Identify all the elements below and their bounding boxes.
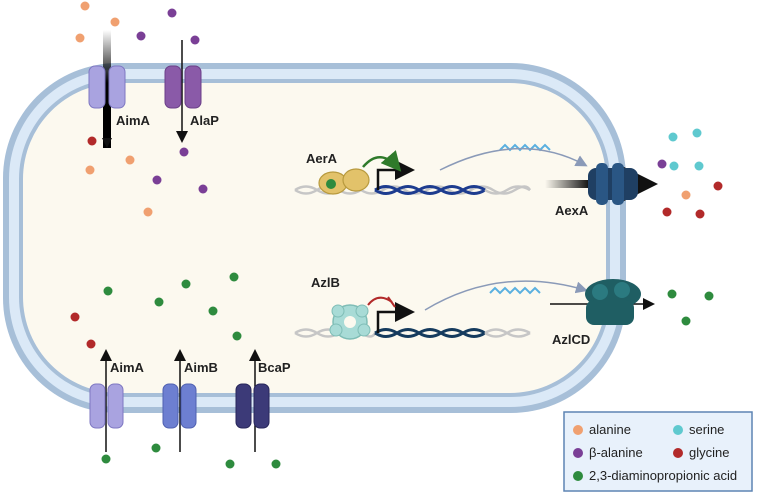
legend-beta-alanine-swatch: [573, 448, 583, 458]
legend-serine-swatch: [673, 425, 683, 435]
azlb-regulator: [329, 296, 396, 340]
beta-alanine-molecule: [167, 8, 177, 18]
dap-molecule: [151, 443, 161, 453]
alanine-molecule: [681, 190, 691, 200]
beta-alanine-molecule: [136, 31, 146, 41]
aimb-transporter: [162, 383, 197, 429]
legend-glycine-label: glycine: [689, 445, 729, 460]
dap-molecule: [232, 331, 242, 341]
legend-box: [563, 411, 753, 492]
glycine-molecule: [713, 181, 723, 191]
dap-molecule: [181, 279, 191, 289]
dap-molecule: [103, 286, 113, 296]
alap-label: AlaP: [190, 113, 219, 128]
glycine-molecule: [695, 209, 705, 219]
legend-glycine-swatch: [673, 448, 683, 458]
aima-bottom-label: AimA: [110, 360, 145, 375]
glycine-molecule: [87, 136, 97, 146]
glycine-molecule: [662, 207, 672, 217]
serine-molecule: [694, 161, 704, 171]
legend-serine-label: serine: [689, 422, 724, 437]
aima-top-flux: [103, 30, 111, 148]
serine-molecule: [692, 128, 702, 138]
glycine-molecule: [86, 339, 96, 349]
alanine-molecule: [75, 33, 85, 43]
alap-transporter: [164, 65, 202, 109]
aima-top-transporter: [88, 65, 126, 109]
aima-bottom-transporter: [89, 383, 124, 429]
dap-molecule: [271, 459, 281, 469]
mrna-azlb: [424, 280, 588, 311]
legend-dap-label: 2,3-diaminopropionic acid: [589, 468, 737, 483]
legend-beta-alanine-label: β-alanine: [589, 445, 643, 460]
alanine-molecule: [143, 207, 153, 217]
mrna-aera: [439, 143, 588, 171]
cell-envelope: [3, 63, 626, 413]
serine-molecule: [668, 132, 678, 142]
alanine-molecule: [85, 165, 95, 175]
dap-molecule: [225, 459, 235, 469]
dap-molecule: [681, 316, 691, 326]
dap-molecule: [667, 289, 677, 299]
alanine-molecule: [80, 1, 90, 11]
dap-molecule: [154, 297, 164, 307]
aera-regulator: [318, 150, 402, 195]
beta-alanine-molecule: [179, 147, 189, 157]
legend-dap-swatch: [573, 471, 583, 481]
dap-molecule: [704, 291, 714, 301]
alanine-molecule: [110, 17, 120, 27]
legend-alanine-label: alanine: [589, 422, 631, 437]
azlcd-transporter: [585, 279, 641, 325]
dap-molecule: [229, 272, 239, 282]
aexa-label: AexA: [555, 203, 589, 218]
glycine-molecule: [70, 312, 80, 322]
azlb-label: AzlB: [311, 275, 340, 290]
bcap-transporter: [235, 383, 270, 429]
legend-alanine-swatch: [573, 425, 583, 435]
azlcd-label: AzlCD: [552, 332, 590, 347]
molecules: [70, 1, 723, 469]
aima-top-label: AimA: [116, 113, 151, 128]
dap-molecule: [208, 306, 218, 316]
bcap-label: BcaP: [258, 360, 291, 375]
alanine-molecule: [125, 155, 135, 165]
aera-label: AerA: [306, 151, 338, 166]
beta-alanine-molecule: [190, 35, 200, 45]
aexa-transporter: [588, 163, 638, 205]
beta-alanine-molecule: [152, 175, 162, 185]
promoter-arrow-azlb: [376, 302, 415, 333]
beta-alanine-molecule: [198, 184, 208, 194]
dap-molecule: [101, 454, 111, 464]
beta-alanine-molecule: [657, 159, 667, 169]
serine-molecule: [669, 161, 679, 171]
aimb-label: AimB: [184, 360, 218, 375]
legend: alanine serine β-alanine glycine 2,3-dia…: [563, 411, 753, 492]
